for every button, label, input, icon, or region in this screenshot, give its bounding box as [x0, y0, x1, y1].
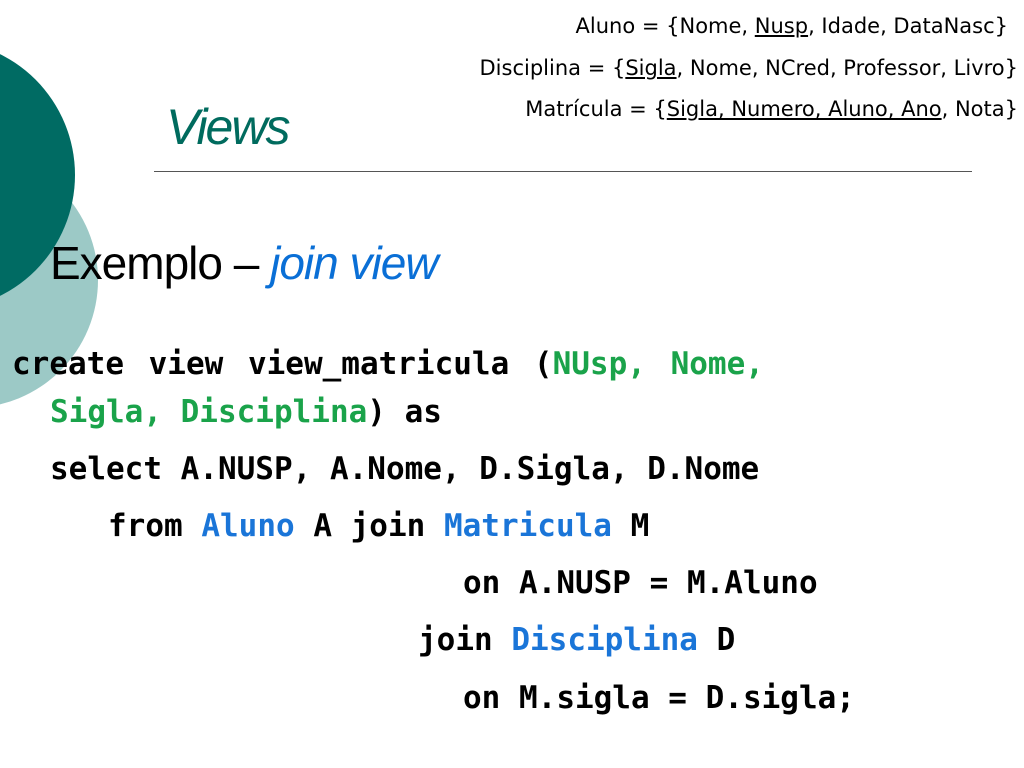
code-token: on A.NUSP = M.Aluno — [463, 565, 818, 601]
schema-text: , Nome, NCred, Professor, Livro} — [676, 56, 1018, 80]
code-token: A join — [294, 508, 444, 544]
code-line: on A.NUSP = M.Aluno — [463, 565, 818, 601]
code-identifier: Disciplina — [511, 622, 698, 658]
code-line: select A.NUSP, A.Nome, D.Sigla, D.Nome — [50, 451, 759, 487]
code-token: M — [611, 508, 650, 544]
slide-title: Views — [166, 99, 290, 155]
schema-aluno: Aluno = {Nome, Nusp, Idade, DataNasc} — [576, 14, 1008, 38]
code-identifier: Matricula — [443, 508, 612, 544]
schema-key: Sigla — [625, 56, 677, 80]
schema-key: Nusp — [754, 14, 809, 38]
code-token: create view view_matricula ( — [12, 346, 553, 382]
code-token: ) as — [367, 394, 442, 430]
code-identifier: Sigla, Disciplina — [50, 394, 368, 430]
code-line: create view view_matricula (NUsp, Nome, — [12, 346, 764, 382]
code-line: Sigla, Disciplina) as — [50, 394, 442, 430]
code-line: join Disciplina D — [418, 622, 735, 658]
code-token: on M.sigla = D.sigla; — [463, 680, 855, 716]
code-identifier: Aluno — [201, 508, 295, 544]
code-line: from Aluno A join Matricula M — [108, 508, 649, 544]
code-token: from — [108, 508, 202, 544]
code-token: D — [697, 622, 736, 658]
code-token: select A.NUSP, A.Nome, D.Sigla, D.Nome — [50, 451, 760, 487]
code-token: join — [418, 622, 512, 658]
schema-text: Aluno = {Nome, — [575, 14, 755, 38]
schema-text: , Nota} — [941, 97, 1018, 121]
subtitle-emphasis: join view — [270, 237, 438, 289]
decorative-circles — [0, 54, 98, 405]
title-divider — [154, 171, 972, 172]
schema-matricula: Matrícula = {Sigla, Numero, Aluno, Ano, … — [525, 97, 1018, 121]
code-line: on M.sigla = D.sigla; — [463, 680, 855, 716]
subtitle-text: Exemplo – — [50, 237, 271, 289]
schema-text: , Idade, DataNasc} — [808, 14, 1008, 38]
schema-text: Matrícula = { — [525, 97, 667, 121]
slide-subtitle: Exemplo – join view — [50, 236, 439, 290]
schema-key: Sigla, Numero, Aluno, Ano — [666, 97, 942, 121]
dark-circle — [0, 54, 75, 296]
schema-text: Disciplina = { — [479, 56, 626, 80]
code-identifier: NUsp, Nome, — [552, 346, 764, 382]
schema-disciplina: Disciplina = {Sigla, Nome, NCred, Profes… — [480, 56, 1018, 80]
